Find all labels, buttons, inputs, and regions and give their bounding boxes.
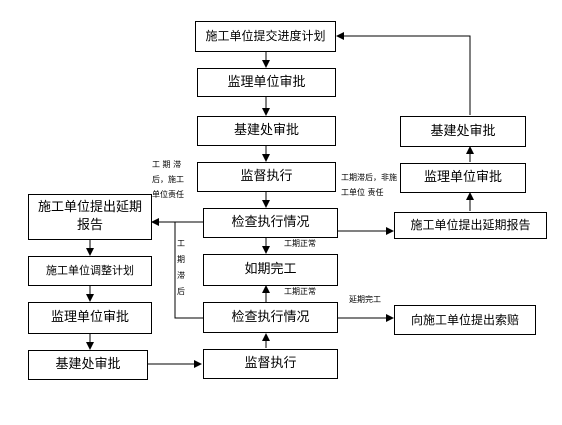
box-base-office-approve-1: 基建处审批 (197, 116, 336, 146)
arrow-base-right-to-plan (336, 32, 471, 115)
box-on-time-complete: 如期完工 (203, 254, 338, 286)
box-supervisor-approve-right: 监理单位审批 (400, 163, 526, 193)
label-delay-non-contractor-responsibility: 工期滞后，非施工单位 责任 (341, 173, 397, 198)
box-base-office-approve-right: 基建处审批 (400, 116, 526, 147)
box-submit-plan: 施工单位提交进度计划 (195, 21, 336, 52)
box-adjust-plan: 施工单位调整计划 (28, 256, 152, 286)
box-check-exec-2: 检查执行情况 (203, 302, 338, 333)
label-extension-complete: 延期完工 (349, 295, 381, 304)
box-claim: 向施工单位提出索赔 (394, 305, 536, 335)
box-supervisor-approve-left: 监理单位审批 (28, 302, 152, 334)
box-supervise-exec-1: 监督执行 (197, 162, 336, 192)
box-check-exec-1: 检查执行情况 (203, 208, 338, 238)
box-supervisor-approve-1: 监理单位审批 (197, 68, 336, 97)
box-base-office-approve-left: 基建处审批 (28, 350, 148, 380)
box-supervise-exec-2: 监督执行 (203, 349, 338, 379)
label-delay-contractor-responsibility: 工 期 滞 后，施工 单位责任 (152, 160, 184, 200)
label-delay-vertical: 工期滞后 (177, 239, 185, 296)
arrow-check2-to-extension-left (156, 221, 203, 319)
box-extension-report-left: 施工单位提出延期报告 (28, 194, 152, 240)
box-extension-report-right: 施工单位提出延期报告 (394, 212, 547, 239)
label-schedule-normal-1: 工期正常 (284, 239, 316, 248)
label-schedule-normal-2: 工期正常 (284, 287, 316, 296)
